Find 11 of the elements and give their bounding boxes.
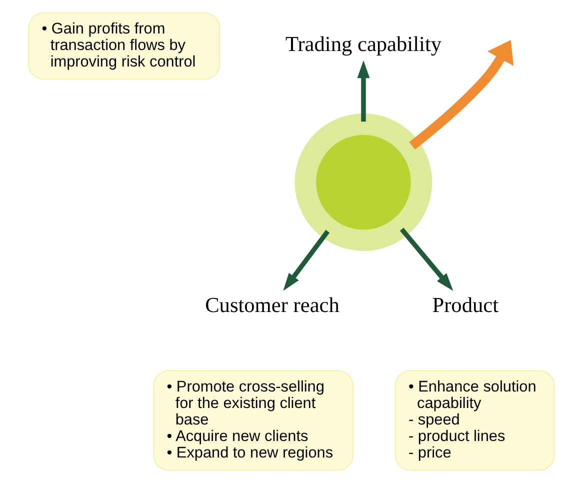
node-box: • Enhance solution capability - speed - product lines - price xyxy=(394,370,555,471)
arrow xyxy=(400,228,454,291)
node-box: • Promote cross-selling for the existing client base • Acquire new clients • Expand to new regions xyxy=(153,370,354,471)
node-text: Customer reach xyxy=(205,292,340,317)
node-box: • Gain profits from transaction flows by improving risk control xyxy=(28,12,220,80)
node-text: Product xyxy=(432,292,499,317)
node-text: Trading capability xyxy=(285,32,442,56)
arrow xyxy=(409,40,514,150)
arrow xyxy=(283,230,330,291)
node-circle xyxy=(294,114,432,251)
arrow xyxy=(357,60,370,122)
